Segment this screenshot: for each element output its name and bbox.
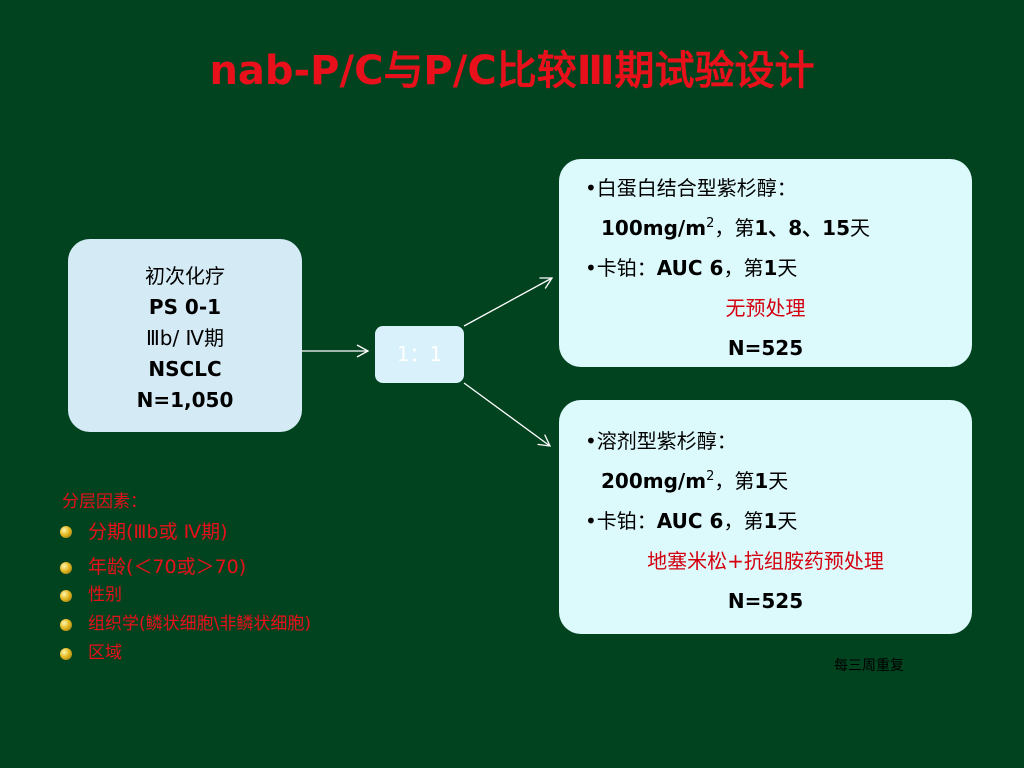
- sb-dose-sup: 2: [706, 469, 715, 484]
- bullet-icon: [60, 619, 72, 631]
- list-item: 年龄(＜70或＞70): [60, 551, 311, 581]
- stratification-factors: 分层因素： 分期(Ⅲb或 Ⅳ期) 年龄(＜70或＞70) 性别 组织学(鳞状细胞…: [60, 488, 311, 668]
- sb-drug-row: •溶剂型紫杉醇：: [559, 421, 972, 461]
- nab-dose-sep: ，: [714, 216, 735, 240]
- sb-dose-value: 200mg/m: [601, 469, 707, 493]
- list-item-label: 区域: [88, 643, 122, 663]
- nab-carbo-label: 卡铂：: [596, 256, 657, 280]
- nab-pc-arm-box: •白蛋白结合型紫杉醇： 100mg/m2，第1、8、15天 •卡铂：AUC 6，…: [559, 159, 972, 367]
- sb-schedule-prefix: 第: [734, 469, 755, 493]
- arrow-to-nab-arm: [463, 277, 554, 327]
- nab-dose-value: 100mg/m: [601, 216, 707, 240]
- sb-drug-label: 溶剂型紫杉醇：: [596, 429, 737, 453]
- patient-line-treatment: 初次化疗: [145, 264, 225, 288]
- patient-line-ps: PS 0-1: [148, 295, 222, 319]
- list-item-label: 年龄(＜70或＞70): [88, 556, 247, 578]
- patient-line-disease: NSCLC: [148, 357, 222, 381]
- sb-carbo-day: 1: [763, 509, 778, 533]
- list-item: 分期(Ⅲb或 Ⅳ期): [60, 516, 311, 551]
- sb-carbo-row: •卡铂：AUC 6，第1天: [559, 501, 972, 541]
- bullet-icon: •: [585, 509, 597, 533]
- stratification-heading: 分层因素：: [62, 492, 147, 512]
- nab-drug-row: •白蛋白结合型紫杉醇：: [559, 168, 972, 208]
- sb-carbo-dose: AUC 6: [656, 509, 724, 533]
- patient-population-box: 初次化疗 PS 0-1 Ⅲb/ Ⅳ期 NSCLC N=1,050: [68, 239, 302, 432]
- patient-line-n: N=1,050: [136, 388, 234, 412]
- sb-schedule-days: 1: [754, 469, 769, 493]
- nab-premed: 无预处理: [725, 296, 806, 320]
- bullet-icon: •: [585, 176, 597, 200]
- list-item-label: 性别: [88, 585, 122, 605]
- nab-dose-row: 100mg/m2，第1、8、15天: [559, 208, 972, 248]
- bullet-icon: •: [585, 429, 597, 453]
- list-item: 区域: [60, 639, 311, 668]
- bullet-icon: [60, 526, 72, 538]
- sb-premed: 地塞米松+抗组胺药预处理: [647, 549, 884, 573]
- nab-n: N=525: [727, 336, 804, 360]
- nab-drug-label: 白蛋白结合型紫杉醇：: [596, 176, 797, 200]
- sb-pc-arm-box: •溶剂型紫杉醇： 200mg/m2，第1天 •卡铂：AUC 6，第1天 地塞米松…: [559, 400, 972, 634]
- bullet-icon: •: [585, 256, 597, 280]
- randomization-ratio-box: 1：1: [375, 326, 464, 383]
- list-item: 性别: [60, 581, 311, 610]
- repeat-note: 每三周重复: [834, 658, 904, 674]
- sb-carbo-label: 卡铂：: [596, 509, 657, 533]
- nab-carbo-row: •卡铂：AUC 6，第1天: [559, 248, 972, 288]
- bullet-icon: [60, 648, 72, 660]
- nab-schedule-suffix: 天: [850, 216, 871, 240]
- sb-schedule-suffix: 天: [768, 469, 789, 493]
- sb-carbo-sep: ，第: [723, 509, 764, 533]
- stratification-list: 分期(Ⅲb或 Ⅳ期) 年龄(＜70或＞70) 性别 组织学(鳞状细胞\非鳞状细胞…: [60, 516, 311, 668]
- nab-carbo-suffix: 天: [777, 256, 798, 280]
- list-item-label: 组织学(鳞状细胞\非鳞状细胞): [88, 614, 311, 634]
- nab-schedule-prefix: 第: [734, 216, 755, 240]
- sb-dose-sep: ，: [714, 469, 735, 493]
- bullet-icon: [60, 562, 72, 574]
- list-item: 组织学(鳞状细胞\非鳞状细胞): [60, 610, 311, 639]
- nab-carbo-dose: AUC 6: [656, 256, 724, 280]
- nab-dose-sup: 2: [706, 216, 715, 231]
- arrow-to-sb-arm: [463, 382, 552, 447]
- sb-n: N=525: [727, 589, 804, 613]
- nab-schedule-days: 1、8、15: [754, 216, 851, 240]
- sb-carbo-suffix: 天: [777, 509, 798, 533]
- slide-title: nab-P/C与P/C比较Ⅲ期试验设计: [209, 48, 815, 94]
- patient-line-stage: Ⅲb/ Ⅳ期: [145, 326, 225, 350]
- bullet-icon: [60, 590, 72, 602]
- nab-carbo-sep: ，第: [723, 256, 764, 280]
- list-item-label: 分期(Ⅲb或 Ⅳ期): [88, 521, 228, 543]
- nab-carbo-day: 1: [763, 256, 778, 280]
- sb-dose-row: 200mg/m2，第1天: [559, 461, 972, 501]
